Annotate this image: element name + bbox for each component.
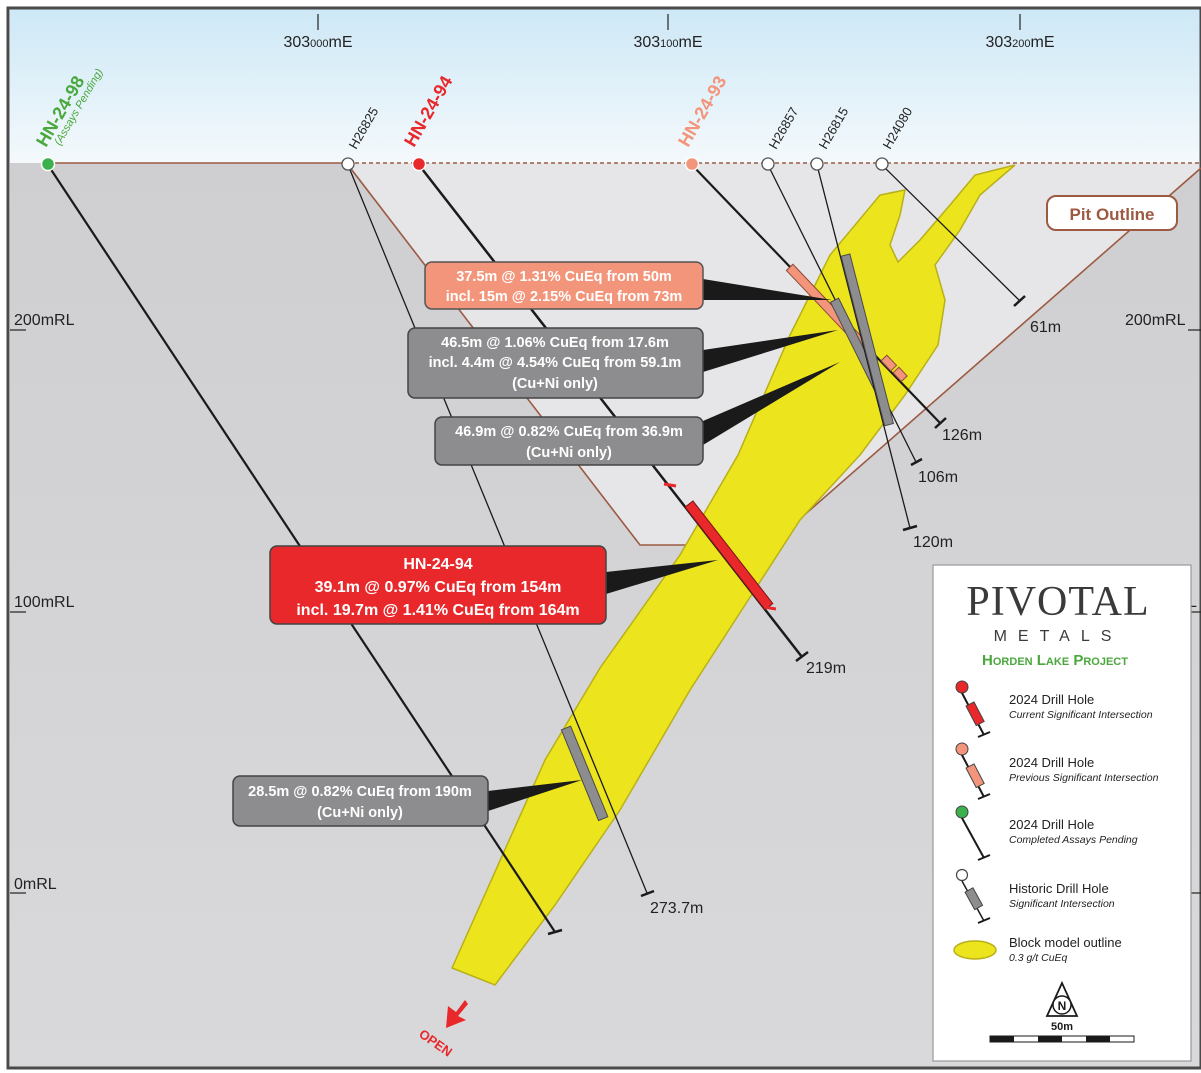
depth-h24080: 61m xyxy=(1030,319,1061,336)
hole-h26815 xyxy=(816,164,911,529)
callout-hn-24-93: 37.5m @ 1.31% CuEq from 50m incl. 15m @ … xyxy=(424,261,704,310)
grey-drill-hole-icon xyxy=(955,868,991,924)
red-drill-hole-icon xyxy=(955,680,991,738)
callout-93-pointer xyxy=(703,279,832,300)
legend-panel: PIVOTAL METALS Horden Lake Project 2024 … xyxy=(932,564,1192,1062)
rl-label-200-right: 200mRL xyxy=(1125,312,1186,329)
callout-46a-pointer xyxy=(703,330,838,372)
logo-pivotal: PIVOTAL xyxy=(966,579,1149,625)
callout-93-line-2: incl. 15m @ 2.15% CuEq from 73m xyxy=(446,289,683,305)
collar-hn-24-94 xyxy=(411,156,427,172)
rl-label-100-right: L xyxy=(1188,594,1197,611)
rl-label-200: 200mRL xyxy=(14,312,75,329)
rl-label-0: 0mRL xyxy=(14,876,57,893)
callout-94-line-2: 39.1m @ 0.97% CuEq from 154m xyxy=(315,579,562,596)
callout-historic-28-5: 28.5m @ 0.82% CuEq from 190m (Cu+Ni only… xyxy=(232,775,489,827)
scale-bar xyxy=(989,1035,1135,1043)
rl-ticks xyxy=(10,329,1201,894)
callout-hn-24-94: HN-24-94 39.1m @ 0.97% CuEq from 154m in… xyxy=(269,545,607,625)
legend-item-3-subtitle: Completed Assays Pending xyxy=(1009,834,1138,846)
collar-h26815 xyxy=(810,157,824,171)
depth-h26825: 273.7m xyxy=(650,900,703,917)
callout-28-pointer xyxy=(488,780,582,811)
easting-label-2: 303100mE xyxy=(633,34,702,51)
logo-metals: METALS xyxy=(994,628,1123,645)
callout-historic-46-5: 46.5m @ 1.06% CuEq from 17.6m incl. 4.4m… xyxy=(407,327,704,399)
green-drill-hole-icon xyxy=(955,805,991,861)
h26825-intersection xyxy=(560,725,609,822)
callout-94-line-1: HN-24-94 xyxy=(403,556,472,573)
hole-h24080 xyxy=(881,164,1021,302)
open-arrow-icon xyxy=(446,1000,468,1028)
collar-hn-24-98 xyxy=(40,156,56,172)
pit-outline-label-box xyxy=(1046,195,1178,231)
easting-label-1: 303000mE xyxy=(283,34,352,51)
pit-area xyxy=(348,163,1201,545)
legend-item-1-subtitle: Current Significant Intersection xyxy=(1009,709,1153,721)
collar-h26825 xyxy=(341,157,355,171)
rl-label-100: 100mRL xyxy=(14,594,75,611)
frame-border xyxy=(6,6,1201,1070)
collar-h24080 xyxy=(875,157,889,171)
north-label: N xyxy=(1058,999,1067,1013)
callout-historic-46-9: 46.9m @ 0.82% CuEq from 36.9m (Cu+Ni onl… xyxy=(434,416,704,466)
depth-hn-24-93: 126m xyxy=(942,427,982,444)
callout-46b-pointer xyxy=(703,362,840,445)
north-arrow-icon xyxy=(1045,980,1079,1017)
callout-46b-line-2: (Cu+Ni only) xyxy=(526,445,612,461)
sky-band xyxy=(10,8,1201,163)
hole-h26825 xyxy=(347,164,648,894)
collar-hn-24-93 xyxy=(684,156,700,172)
legend-item-1-title: 2024 Drill Hole xyxy=(1009,692,1094,707)
legend-item-2-title: 2024 Drill Hole xyxy=(1009,755,1094,770)
salmon-drill-hole-icon xyxy=(955,742,991,800)
project-name: Horden Lake Project xyxy=(982,652,1128,669)
legend-item-5-title: Block model outline xyxy=(1009,935,1122,950)
depth-h26857: 106m xyxy=(918,469,958,486)
collar-h26857 xyxy=(761,157,775,171)
legend-item-4-subtitle: Significant Intersection xyxy=(1009,898,1115,910)
callout-94-line-3: incl. 19.7m @ 1.41% CuEq from 164m xyxy=(296,602,579,619)
legend-item-5-subtitle: 0.3 g/t CuEq xyxy=(1009,952,1068,964)
depth-h26815: 120m xyxy=(913,534,953,551)
callout-46a-line-2: incl. 4.4m @ 4.54% CuEq from 59.1m xyxy=(429,355,682,371)
callout-46b-line-1: 46.9m @ 0.82% CuEq from 36.9m xyxy=(455,424,683,440)
depth-hn-24-94: 219m xyxy=(806,660,846,677)
easting-label-3: 303200mE xyxy=(985,34,1054,51)
legend-item-4-title: Historic Drill Hole xyxy=(1009,881,1109,896)
legend-item-3-title: 2024 Drill Hole xyxy=(1009,817,1094,832)
pit-outline-label: Pit Outline xyxy=(1070,205,1155,224)
callout-46a-line-3: (Cu+Ni only) xyxy=(512,376,598,392)
callout-93-line-1: 37.5m @ 1.31% CuEq from 50m xyxy=(456,269,672,285)
callout-46a-line-1: 46.5m @ 1.06% CuEq from 17.6m xyxy=(441,335,669,351)
scale-label: 50m xyxy=(1051,1021,1073,1033)
callout-28-line-1: 28.5m @ 0.82% CuEq from 190m xyxy=(248,784,472,800)
legend-item-2-subtitle: Previous Significant Intersection xyxy=(1009,772,1159,784)
callout-28-line-2: (Cu+Ni only) xyxy=(317,805,403,821)
easting-ticks xyxy=(317,14,1021,30)
callout-94-pointer xyxy=(606,560,718,594)
yellow-ellipse-icon xyxy=(953,940,997,960)
